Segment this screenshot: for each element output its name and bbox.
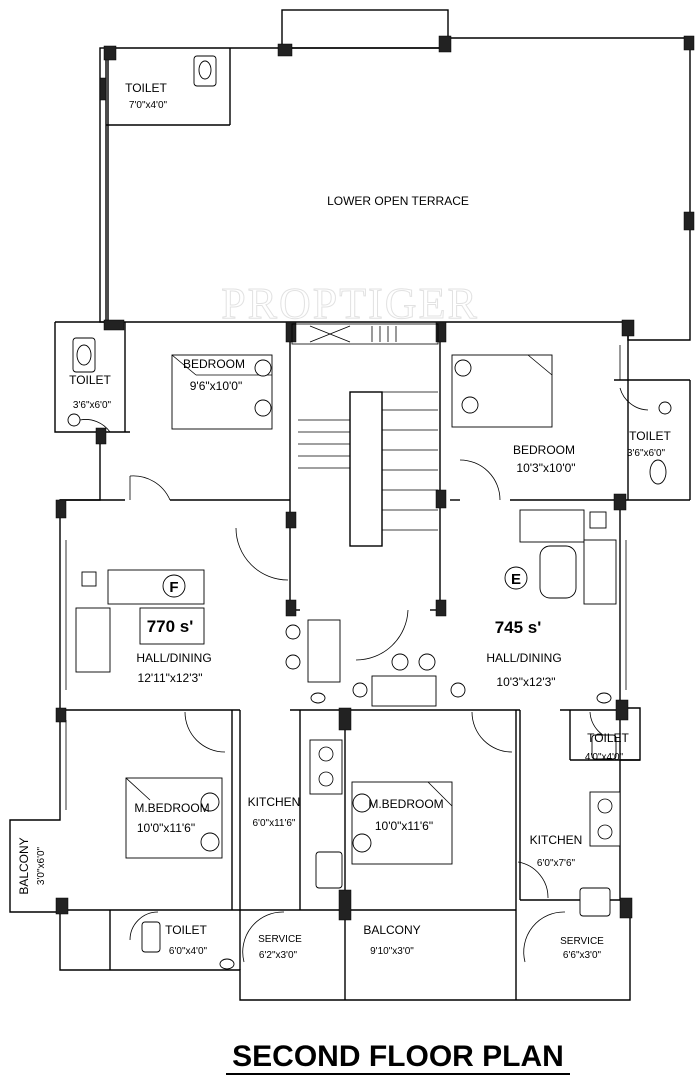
staircase (291, 323, 439, 547)
columns (55, 319, 635, 921)
bedroom-left-name: BEDROOM (183, 357, 245, 371)
mbedroom-right-size: 10'0"x11'6" (375, 819, 433, 833)
service-left-name: SERVICE (258, 934, 302, 945)
hall-left-size: 12'11"x12'3" (138, 671, 203, 685)
toilet-top-size: 7'0"x4'0" (129, 100, 168, 111)
unit-badge-f: F (162, 574, 186, 598)
bedroom-right-size: 10'3"x10'0" (516, 461, 575, 475)
toilet-left-name: TOILET (69, 373, 111, 387)
mbedroom-left-size: 10'0"x11'6" (137, 821, 195, 835)
terrace-outline (99, 9, 695, 341)
watermark: PROPTIGER (221, 279, 479, 328)
toilet-top-fixtures (193, 55, 217, 87)
room-labels: LOWER OPEN TERRACE TOILET 7'0"x4'0" TOIL… (17, 81, 672, 961)
toilet-left-size: 3'6"x6'0" (73, 400, 112, 411)
toilet-top-name: TOILET (125, 81, 167, 95)
balcony-bottom-size: 9'10"x3'0" (370, 946, 414, 957)
bedroom-left-size: 9'6"x10'0" (190, 379, 242, 393)
unit-badge-e: E (504, 566, 528, 590)
balcony-left-name: BALCONY (17, 837, 31, 894)
balcony-left-size: 3'0"x6'0" (36, 846, 47, 885)
unit-badge-e-letter: E (511, 571, 521, 588)
service-left-size: 6'2"x3'0" (259, 950, 298, 961)
toilet-bottom-name: TOILET (165, 923, 207, 937)
mbedroom-right-name: M.BEDROOM (368, 797, 443, 811)
unit-badge-f-letter: F (169, 579, 178, 596)
toilet-right-name: TOILET (629, 429, 671, 443)
balcony-bottom-name: BALCONY (363, 923, 420, 937)
hall-right-name: HALL/DINING (486, 651, 561, 665)
toilet-bottom-size: 6'0"x4'0" (169, 946, 208, 957)
plan-title: SECOND FLOOR PLAN (232, 1040, 564, 1073)
kitchen-left-size: 6'0"x11'6" (253, 818, 296, 829)
kitchen-left-name: KITCHEN (248, 795, 301, 809)
mbedroom-left-name: M.BEDROOM (134, 801, 209, 815)
kitchen-right-size: 6'0"x7'6" (537, 858, 576, 869)
service-right-name: SERVICE (560, 936, 604, 947)
toilet-mid-right-name: TOILET (587, 731, 629, 745)
bedroom-right-name: BEDROOM (513, 443, 575, 457)
hall-left-name: HALL/DINING (136, 651, 211, 665)
unit-f-area: 770 s' (147, 617, 194, 636)
toilet-right-size: 3'6"x6'0" (627, 448, 666, 459)
unit-e-area: 745 s' (495, 618, 542, 637)
hall-right-size: 10'3"x12'3" (496, 675, 555, 689)
toilet-mid-right-size: 4'0"x4'0" (585, 752, 624, 763)
terrace-label: LOWER OPEN TERRACE (327, 194, 469, 208)
furniture (67, 337, 672, 970)
service-right-size: 6'6"x3'0" (563, 950, 602, 961)
kitchen-right-name: KITCHEN (530, 833, 583, 847)
